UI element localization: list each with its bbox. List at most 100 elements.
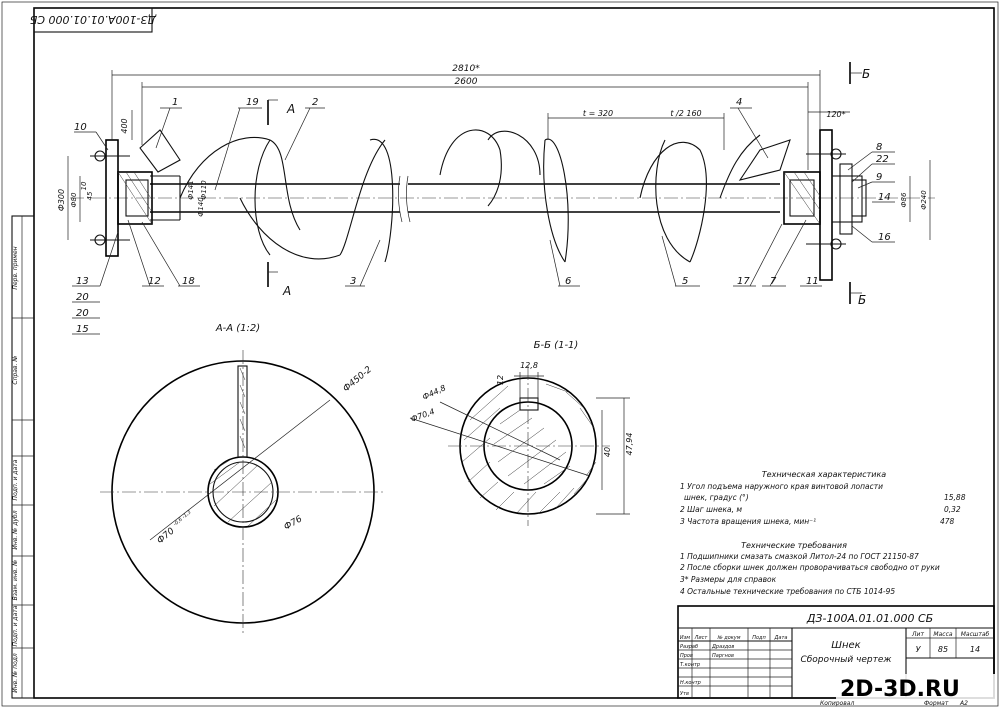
section-mark-b-top: Б bbox=[862, 67, 870, 81]
side-label: Справ. № bbox=[12, 355, 19, 384]
dim-140: Ф140 bbox=[197, 197, 205, 217]
section-bb-key-width: 12,8 bbox=[520, 361, 538, 370]
position-callouts: 1 19 2 4 10 8 22 9 14 16 13 20 20 bbox=[72, 97, 895, 335]
tech-req-row: 2 После сборки шнек должен проворачивать… bbox=[680, 563, 940, 572]
section-bb-d70: Ф70,4 bbox=[410, 407, 436, 424]
dim-141: Ф141 bbox=[187, 180, 195, 199]
section-bb-d44: Ф44,8 bbox=[421, 383, 447, 402]
section-mark-a-bottom: А bbox=[282, 284, 291, 298]
tech-req-title: Технические требования bbox=[741, 541, 847, 550]
tech-char-row-value: 0,32 bbox=[944, 505, 961, 514]
dim-110: Ф110 bbox=[200, 180, 208, 200]
position-number: 7 bbox=[770, 276, 777, 287]
position-number: 4 bbox=[736, 97, 742, 108]
tech-char-row-label: 3 Частота вращения шнека, мин⁻¹ bbox=[680, 517, 816, 526]
position-number: 20 bbox=[76, 292, 89, 303]
title-block-code: ДЗ-100А.01.01.000 СБ bbox=[806, 612, 933, 625]
section-aa-inner-dim: Ф70 bbox=[156, 526, 177, 546]
section-aa-title: А-А (1:2) bbox=[215, 323, 260, 334]
mass-value: 85 bbox=[938, 645, 948, 654]
position-number: 14 bbox=[878, 192, 891, 203]
side-label: Подп. и дата bbox=[12, 605, 19, 646]
section-aa-outer-dim: Ф450-2 bbox=[342, 365, 375, 395]
position-number: 8 bbox=[876, 142, 882, 153]
section-bb-h40: 40 bbox=[603, 447, 612, 457]
head-cell: Подп bbox=[752, 635, 766, 641]
dim-length: 2600 bbox=[455, 77, 478, 87]
head-cell: Изм bbox=[680, 635, 690, 641]
dim-300: Ф300 bbox=[57, 189, 66, 211]
watermark-logo: 2D-3D.RU bbox=[836, 670, 996, 704]
col-lit: Лит bbox=[911, 631, 924, 638]
position-number: 10 bbox=[74, 122, 87, 133]
tech-char-row-value: 15,88 bbox=[944, 493, 966, 502]
side-label: Инв. № дубл bbox=[12, 510, 19, 549]
position-number: 3 bbox=[350, 276, 356, 287]
copied-label: Копировал bbox=[820, 700, 854, 707]
dim-45: 45 bbox=[86, 191, 94, 200]
section-bb-title: Б-Б (1-1) bbox=[534, 340, 579, 351]
tech-char-row-value: 478 bbox=[940, 517, 955, 526]
format-value: А2 bbox=[959, 700, 968, 707]
dim-80: Ф80 bbox=[70, 192, 78, 207]
head-cell: № докум bbox=[716, 635, 740, 641]
col-scale: Масштаб bbox=[961, 631, 990, 638]
section-a-a: А-А (1:2) Ф450-2 Ф70 -0,6 -1,3 Ф76 bbox=[100, 323, 386, 636]
lit-value: У bbox=[916, 645, 922, 654]
side-label: Подп. и дата bbox=[12, 459, 19, 500]
title-block: ДЗ-100А.01.01.000 СБ Шнек Сборочный черт… bbox=[677, 605, 995, 707]
rotated-stamp-code: ДЗ-100А.01.01.000 СБ bbox=[30, 13, 157, 26]
tech-char-row-label: шнек, градус (°) bbox=[684, 493, 749, 502]
position-number: 22 bbox=[876, 154, 889, 165]
role-cell: Утв bbox=[680, 691, 689, 697]
dim-86: Ф86 bbox=[900, 192, 908, 207]
side-label: Перв. примен bbox=[12, 246, 19, 289]
tech-char-title: Техническая характеристика bbox=[762, 470, 887, 479]
tech-req-row: 1 Подшипники смазать смазкой Литол-24 по… bbox=[680, 552, 919, 561]
position-number: 16 bbox=[878, 232, 891, 243]
position-number: 1 bbox=[172, 97, 178, 108]
rotated-stamp-box bbox=[33, 7, 153, 33]
position-number: 19 bbox=[246, 97, 259, 108]
position-number: 2 bbox=[312, 97, 318, 108]
section-bb-h47: 47,94 bbox=[625, 433, 634, 456]
main-view: 2810* 2600 t = 320 t /2 160 120* 400 Ф30… bbox=[57, 62, 935, 335]
position-number: 9 bbox=[876, 172, 882, 183]
title-block-subname: Сборочный чертеж bbox=[800, 655, 892, 665]
dim-120: 120* bbox=[826, 110, 845, 119]
position-number: 13 bbox=[76, 276, 89, 287]
col-mass: Масса bbox=[933, 631, 952, 638]
watermark-text: 2D-3D.RU bbox=[840, 677, 960, 702]
head-cell: Дата bbox=[774, 635, 788, 641]
section-aa-inner-tol: -0,6 -1,3 bbox=[172, 509, 192, 527]
head-cell: Лист bbox=[694, 635, 709, 641]
format-label: Формат bbox=[924, 700, 949, 707]
dim-10: 10 bbox=[80, 181, 88, 190]
section-mark-b-bottom: Б bbox=[858, 293, 866, 307]
dim-400: 400 bbox=[120, 118, 129, 133]
dim-240: Ф240 bbox=[920, 190, 928, 210]
scale-value: 14 bbox=[970, 645, 980, 654]
dim-pitch: t = 320 bbox=[583, 109, 613, 118]
left-side-strip: Перв. примен Справ. № Подп. и дата Инв. … bbox=[11, 215, 35, 699]
section-aa-tube-dim: Ф76 bbox=[283, 514, 305, 532]
position-number: 15 bbox=[76, 324, 89, 335]
position-number: 5 bbox=[682, 276, 688, 287]
side-label: Взам. инв. № bbox=[12, 560, 19, 601]
tech-char-row-label: 1 Угол подъема наружного края винтовой л… bbox=[680, 482, 883, 491]
section-bb-key-height: 12 bbox=[496, 375, 505, 385]
role-cell: Разраб bbox=[680, 644, 698, 650]
name-cell: Паргнов bbox=[712, 653, 734, 659]
position-number: 17 bbox=[737, 276, 750, 287]
technical-requirements: Технические требования 1 Подшипники смаз… bbox=[680, 541, 940, 596]
role-cell: Пров bbox=[680, 653, 693, 659]
position-number: 20 bbox=[76, 308, 89, 319]
dim-half-pitch: t /2 160 bbox=[670, 109, 701, 118]
tech-char-row-label: 2 Шаг шнека, м bbox=[680, 505, 742, 514]
name-cell: Драздов bbox=[711, 644, 734, 650]
position-number: 12 bbox=[148, 276, 161, 287]
position-number: 6 bbox=[565, 276, 571, 287]
dim-overall: 2810* bbox=[452, 64, 480, 74]
